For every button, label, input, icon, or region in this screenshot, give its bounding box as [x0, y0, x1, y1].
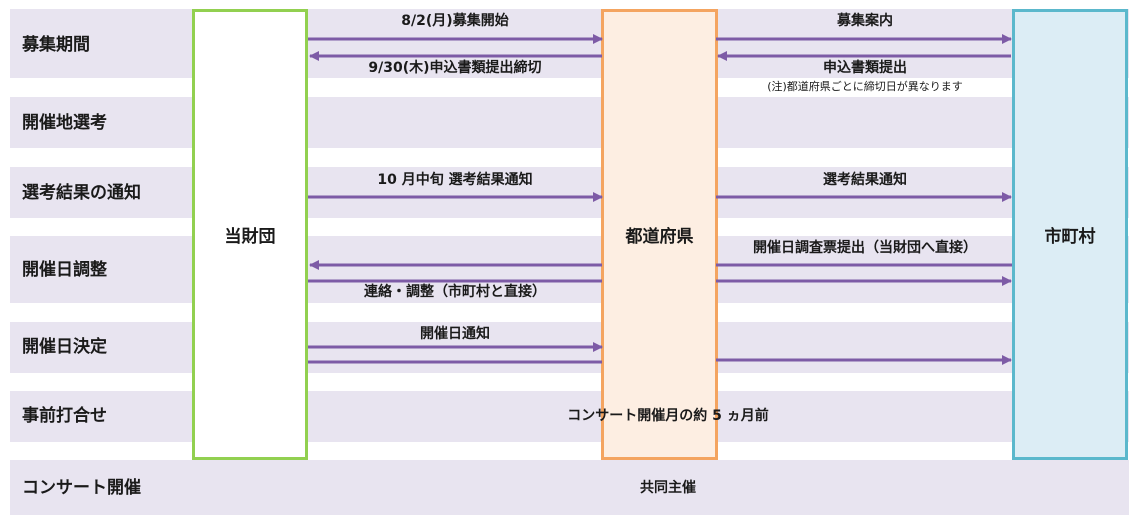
band-row-7 [10, 460, 1129, 515]
row-label-pre-meeting: 事前打合せ [22, 406, 107, 426]
row-label-date-decision: 開催日決定 [22, 337, 107, 357]
row-label-venue-selection: 開催地選考 [22, 113, 107, 133]
row-label-result-notification: 選考結果の通知 [22, 183, 141, 203]
row-label-date-adjustment: 開催日調整 [22, 260, 107, 280]
column-foundation [192, 9, 308, 460]
label-app-deadline: 9/30(木)申込書類提出締切 [368, 60, 542, 76]
column-name-municipality: 市町村 [1044, 227, 1096, 247]
label-note-deadline: (注)都道府県ごとに締切日が異なります [767, 80, 963, 93]
label-pre-meeting: コンサート開催月の約 5 ヵ月前 [567, 408, 769, 424]
label-app-submit: 申込書類提出 [823, 60, 907, 76]
label-survey-submit: 開催日調査票提出（当財団へ直接） [753, 240, 977, 256]
label-co-host: 共同主催 [640, 480, 696, 496]
label-recruit-start: 8/2(月)募集開始 [401, 13, 509, 29]
label-date-notice: 開催日通知 [420, 326, 490, 342]
label-recruit-guide: 募集案内 [837, 13, 893, 29]
label-contact-adjust: 連絡・調整（市町村と直接） [364, 284, 546, 300]
row-label-recruitment-period: 募集期間 [22, 35, 90, 55]
column-prefecture [601, 9, 718, 460]
label-result-notice: 選考結果通知 [823, 172, 907, 188]
column-municipality [1012, 9, 1128, 460]
column-name-foundation: 当財団 [224, 227, 276, 247]
column-name-prefecture: 都道府県 [625, 227, 694, 247]
row-label-concert: コンサート開催 [22, 478, 141, 498]
label-result-notice-mid: 10 月中旬 選考結果通知 [377, 172, 533, 188]
